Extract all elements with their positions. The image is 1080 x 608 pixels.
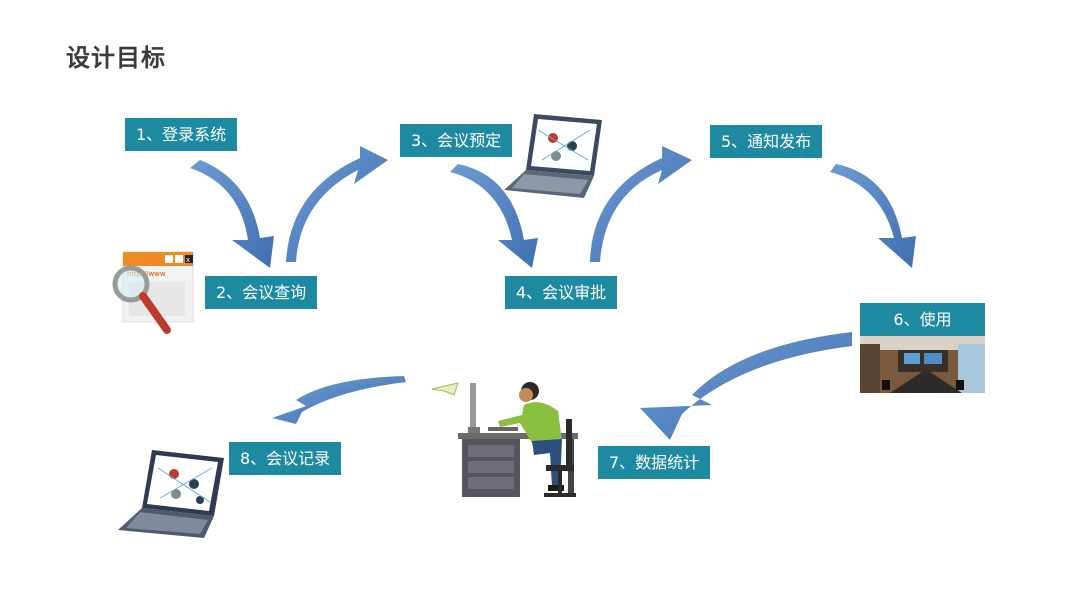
arrow-4-to-5 bbox=[590, 146, 692, 262]
meeting-room-photo bbox=[860, 336, 985, 393]
step-8-label: 8、会议记录 bbox=[229, 442, 342, 475]
step-4-label: 4、会议审批 bbox=[505, 276, 618, 309]
page-title: 设计目标 bbox=[66, 44, 166, 72]
laptop-illustration-bottom bbox=[118, 450, 224, 538]
arrow-7-to-8 bbox=[272, 376, 406, 424]
arrow-3-to-4 bbox=[450, 164, 538, 268]
laptop-illustration-top bbox=[504, 114, 602, 198]
arrow-5-to-6 bbox=[830, 164, 916, 268]
step-3-label: 3、会议预定 bbox=[400, 124, 513, 157]
step-6-label: 6、使用 bbox=[860, 303, 985, 336]
arrow-2-to-3 bbox=[286, 146, 388, 262]
search-browser-illustration: x http://www bbox=[112, 251, 194, 334]
person-at-desk-illustration bbox=[431, 382, 578, 497]
arrow-6-to-7 bbox=[640, 332, 852, 440]
step-2-label: 2、会议查询 bbox=[205, 276, 318, 309]
step-1-label: 1、登录系统 bbox=[125, 118, 238, 151]
step-5-label: 5、通知发布 bbox=[710, 125, 823, 158]
arrow-1-to-2 bbox=[190, 160, 274, 268]
step-7-label: 7、数据统计 bbox=[598, 446, 711, 479]
svg-text:x: x bbox=[186, 256, 190, 264]
